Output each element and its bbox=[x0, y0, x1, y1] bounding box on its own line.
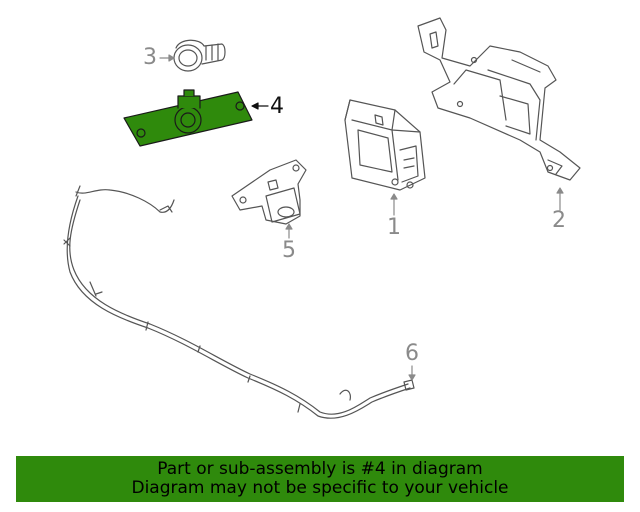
callout-2: 2 bbox=[552, 208, 566, 233]
callout-5-arrow bbox=[285, 223, 293, 230]
info-banner: Part or sub-assembly is #4 in diagram Di… bbox=[16, 456, 624, 502]
callout-6-arrow bbox=[408, 374, 416, 381]
banner-line-1: Part or sub-assembly is #4 in diagram bbox=[157, 459, 483, 479]
callout-5: 5 bbox=[282, 238, 296, 263]
parts-diagram bbox=[63, 17, 581, 419]
callout-4: 4 bbox=[270, 94, 284, 119]
callout-1: 1 bbox=[387, 215, 401, 240]
part-5-camera[interactable] bbox=[231, 159, 307, 225]
callout-6: 6 bbox=[405, 341, 419, 366]
part-6-wiring-harness[interactable] bbox=[63, 185, 415, 419]
part-3-sensor[interactable] bbox=[173, 39, 226, 72]
callout-2-arrow bbox=[556, 187, 564, 194]
callout-1-arrow bbox=[390, 193, 398, 200]
part-4-bracket[interactable] bbox=[123, 89, 253, 147]
part-1-control-module[interactable] bbox=[344, 99, 426, 191]
callout-3-arrow bbox=[168, 54, 175, 62]
banner-line-2: Diagram may not be specific to your vehi… bbox=[131, 478, 509, 498]
callout-4-arrow bbox=[251, 102, 259, 110]
part-2-mounting-bracket[interactable] bbox=[417, 17, 581, 181]
callout-3: 3 bbox=[143, 45, 157, 70]
